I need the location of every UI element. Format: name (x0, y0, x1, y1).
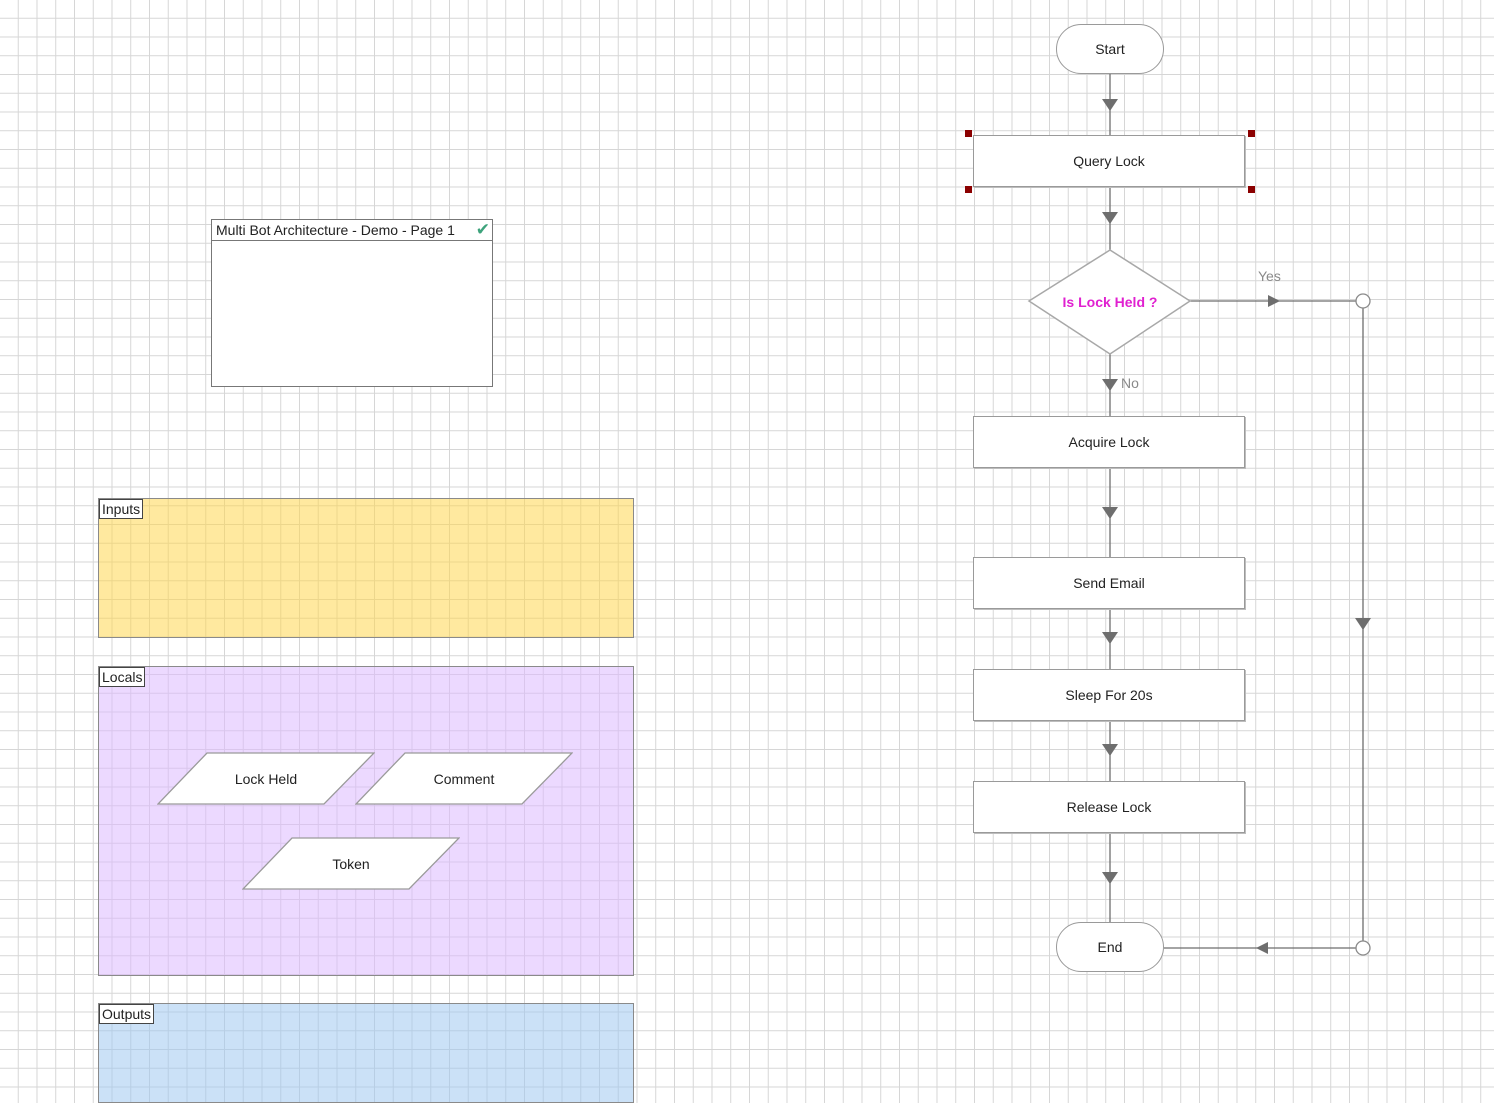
sleep-label: Sleep For 20s (1065, 687, 1153, 703)
data-item-lock-held[interactable]: Lock Held (157, 752, 375, 806)
arrow-down-icon (1102, 507, 1118, 519)
arrow-down-icon (1102, 632, 1118, 644)
data-item-comment-label: Comment (433, 771, 495, 787)
selection-handle[interactable] (1248, 130, 1255, 137)
query-lock-label: Query Lock (1073, 153, 1145, 169)
acquire-lock-action[interactable]: Acquire Lock (973, 416, 1245, 468)
selection-handle[interactable] (965, 130, 972, 137)
start-node[interactable]: Start (1056, 24, 1164, 74)
checkmark-icon: ✔ (475, 220, 490, 239)
data-item-lock-held-label: Lock Held (234, 771, 298, 787)
data-item-token-label: Token (332, 856, 370, 872)
outputs-region[interactable]: Outputs (98, 1003, 634, 1103)
arrow-left-icon (1256, 942, 1268, 954)
page-reference-title-bar: Multi Bot Architecture - Demo - Page 1 ✔ (212, 220, 492, 241)
parallelogram-shape (355, 752, 573, 805)
yes-edge-label: Yes (1258, 268, 1281, 284)
junction-point-bottom (1355, 940, 1371, 956)
arrow-down-icon (1102, 99, 1118, 111)
data-item-token[interactable]: Token (242, 837, 460, 891)
locals-region-label: Locals (99, 667, 146, 687)
parallelogram-shape (242, 837, 460, 890)
arrow-down-icon (1355, 618, 1371, 630)
send-email-label: Send Email (1073, 575, 1145, 591)
send-email-action[interactable]: Send Email (973, 557, 1245, 609)
end-node-label: End (1097, 939, 1123, 955)
decision-diamond (1027, 249, 1192, 355)
acquire-lock-label: Acquire Lock (1068, 434, 1150, 450)
page-reference-box[interactable]: Multi Bot Architecture - Demo - Page 1 ✔ (211, 219, 493, 387)
inputs-region[interactable]: Inputs (98, 498, 634, 638)
arrow-down-icon (1102, 379, 1118, 391)
arrow-down-icon (1102, 212, 1118, 224)
end-node[interactable]: End (1056, 922, 1164, 972)
decision-label: Is Lock Held ? (1062, 294, 1158, 310)
arrow-right-icon (1268, 295, 1280, 307)
parallelogram-shape (157, 752, 375, 805)
junction-point-top (1355, 293, 1371, 309)
locals-region[interactable]: Locals (98, 666, 634, 976)
arrow-down-icon (1102, 872, 1118, 884)
sleep-action[interactable]: Sleep For 20s (973, 669, 1245, 721)
inputs-region-label: Inputs (99, 499, 144, 519)
page-reference-title: Multi Bot Architecture - Demo - Page 1 (216, 222, 455, 238)
no-edge-label: No (1121, 375, 1139, 391)
start-node-label: Start (1095, 41, 1125, 57)
selection-handle[interactable] (1248, 186, 1255, 193)
release-lock-action[interactable]: Release Lock (973, 781, 1245, 833)
release-lock-label: Release Lock (1066, 799, 1152, 815)
selection-handle[interactable] (965, 186, 972, 193)
query-lock-action[interactable]: Query Lock (973, 135, 1245, 187)
data-item-comment[interactable]: Comment (355, 752, 573, 806)
arrow-down-icon (1102, 744, 1118, 756)
outputs-region-label: Outputs (99, 1004, 155, 1024)
